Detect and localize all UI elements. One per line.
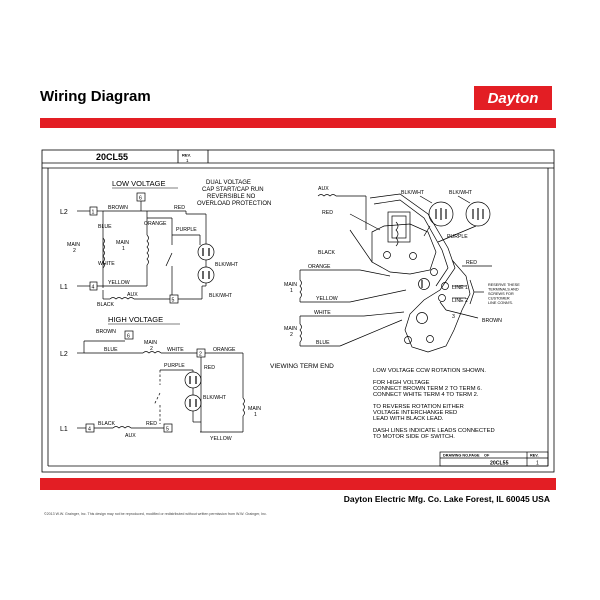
footer-red-bar xyxy=(40,478,556,490)
hv-white-label: WHITE xyxy=(167,347,184,353)
lv-aux-label: AUX xyxy=(127,292,138,298)
page-label: PAGE xyxy=(469,454,480,458)
lv-orange-label: ORANGE xyxy=(144,221,167,227)
tv-blue-label: BLUE xyxy=(316,340,330,346)
hv-orange-label: ORANGE xyxy=(213,347,236,353)
terminal-end-view: AUX RED BLK/WHT BLK/WHT PURPLE BLACK ORA… xyxy=(270,186,521,370)
tv-purple-label: PURPLE xyxy=(447,234,468,240)
tv-orange-label: ORANGE xyxy=(308,264,331,270)
tv-black-label: BLACK xyxy=(318,250,336,256)
lv-l2-label: L2 xyxy=(60,209,68,216)
high-voltage-title: HIGH VOLTAGE xyxy=(108,315,163,324)
lv-blkwht-upper: BLK/WHT xyxy=(215,262,239,268)
lv-l1-label: L1 xyxy=(60,284,68,291)
low-voltage-title: LOW VOLTAGE xyxy=(112,179,165,188)
tv-yellow-label: YELLOW xyxy=(316,296,338,302)
lv-black-label: BLACK xyxy=(97,302,115,308)
hv-blue-label: BLUE xyxy=(104,347,118,353)
lv-terminal-5: 5 xyxy=(172,298,175,304)
lv-white-label: WHITE xyxy=(98,261,115,267)
hv-brown-label: BROWN xyxy=(96,329,116,335)
lv-blue-label: BLUE xyxy=(98,224,112,230)
hv-aux-label: AUX xyxy=(125,433,136,439)
of-label: OF xyxy=(484,454,490,458)
tv-blkwht-2: BLK/WHT xyxy=(449,190,473,196)
header-red-bar xyxy=(40,118,556,128)
copyright-notice: ©2013 W.W. Grainger, Inc. This design ma… xyxy=(44,512,267,516)
drawing-no-label: DRAWING NO. xyxy=(443,454,469,458)
hv-yellow-label: YELLOW xyxy=(210,436,232,442)
drawing-rev-value: 1 xyxy=(536,461,539,467)
hv-terminal-6: 6 xyxy=(127,334,130,340)
drawing-rev-label: REV. xyxy=(530,454,539,458)
lv-yellow-label: YELLOW xyxy=(108,280,130,286)
lv-purple-label: PURPLE xyxy=(176,227,197,233)
diagram-frame xyxy=(41,149,555,473)
page-title: Wiring Diagram xyxy=(40,88,151,105)
hv-red-label: RED xyxy=(204,365,215,371)
hv-terminal-4: 4 xyxy=(88,427,91,433)
low-voltage-diagram: LOW VOLTAGE DUAL VOLTAGE CAP START/CAP R… xyxy=(60,179,271,308)
hv-terminal-2: 2 xyxy=(199,352,202,358)
hv-red2-label: RED xyxy=(146,421,157,427)
low-voltage-note: DUAL VOLTAGE CAP START/CAP RUN REVERSIBL… xyxy=(197,180,271,207)
tv-reserve-note: RESERVE THESE TERMINALS AND SCREWS FOR C… xyxy=(488,283,521,305)
tv-aux-label: AUX xyxy=(318,186,329,192)
lv-terminal-6: 6 xyxy=(139,196,142,202)
svg-text:L2 L1: L2 L1 xyxy=(60,209,70,291)
tv-line1-label: LINE 1 xyxy=(452,285,468,291)
lv-blkwht-lower: BLK/WHT xyxy=(209,293,233,299)
tv-terminal-3: 3 xyxy=(452,314,455,320)
wiring-notes: LOW VOLTAGE CCW ROTATION SHOWN. FOR HIGH… xyxy=(373,368,496,440)
hv-black-label: BLACK xyxy=(98,421,116,427)
hv-blkwht-label: BLK/WHT xyxy=(203,395,227,401)
drawing-number-block: DRAWING NO. PAGE OF REV. 20CL55 1 xyxy=(439,451,549,467)
rev-value: 1 xyxy=(186,158,189,163)
hv-terminal-5: 5 xyxy=(166,427,169,433)
footer-company: Dayton Electric Mfg. Co. Lake Forest, IL… xyxy=(343,494,550,504)
high-voltage-diagram: HIGH VOLTAGE xyxy=(60,315,261,442)
lv-brown-label: BROWN xyxy=(108,205,128,211)
hv-l2-label: L2 xyxy=(60,351,68,358)
svg-text:L2 L1: L2 L1 xyxy=(60,351,70,433)
tv-blkwht-1: BLK/WHT xyxy=(401,190,425,196)
tv-line2-label: LINE 2 xyxy=(452,298,468,304)
dayton-logo: Dayton xyxy=(474,86,552,110)
hv-l1-label: L1 xyxy=(60,426,68,433)
logo-text: Dayton xyxy=(488,90,539,107)
lv-terminal-4: 4 xyxy=(92,285,95,291)
viewing-term-end-caption: VIEWING TERM END xyxy=(270,363,334,370)
tv-white-label: WHITE xyxy=(314,310,331,316)
lv-terminal-1: 1 xyxy=(92,210,95,216)
hv-purple-label: PURPLE xyxy=(164,363,185,369)
model-number: 20CL55 xyxy=(96,152,128,162)
tv-red-label: RED xyxy=(322,210,333,216)
tv-red2-label: RED xyxy=(466,260,477,266)
drawing-no-value: 20CL55 xyxy=(490,461,509,467)
rev-label: REV. xyxy=(182,153,191,158)
lv-red-label: RED xyxy=(174,205,185,211)
tv-brown-label: BROWN xyxy=(482,318,502,324)
